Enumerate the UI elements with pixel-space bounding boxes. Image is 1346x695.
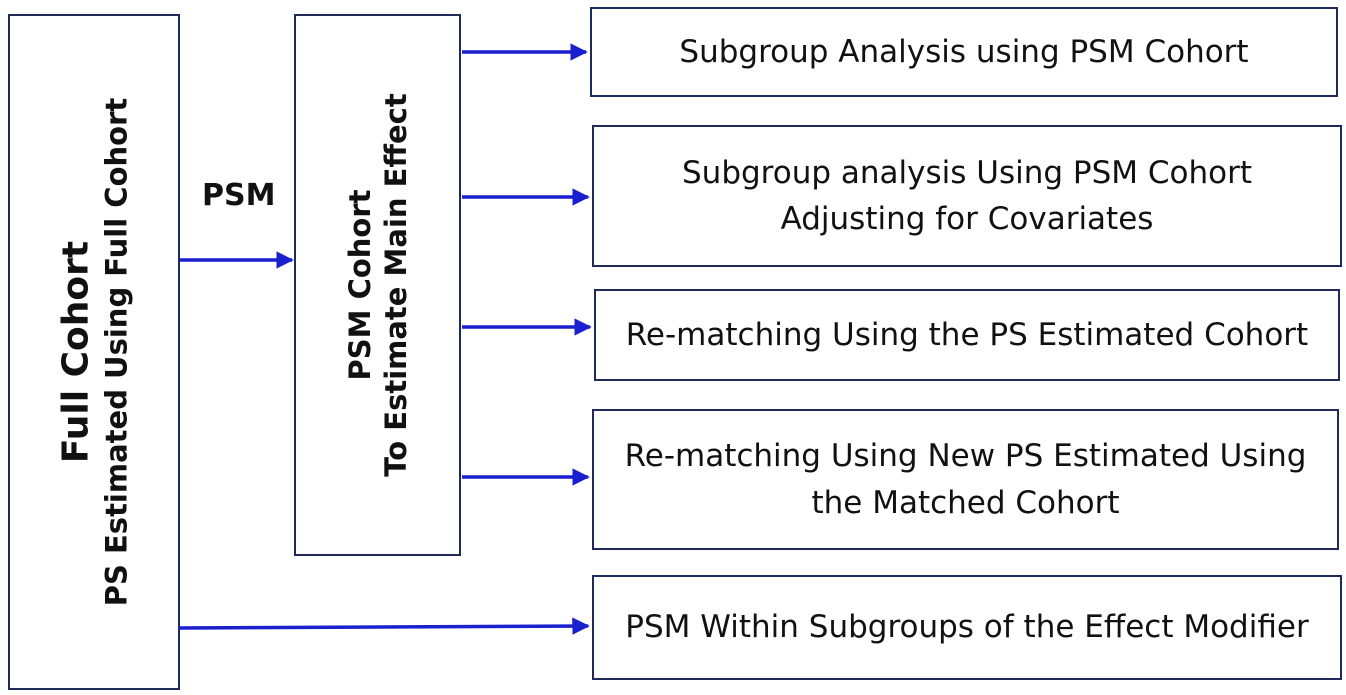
arrow-full-to-outcome-5 <box>177 617 590 635</box>
outcome-1-line1: Subgroup Analysis using PSM Cohort <box>679 33 1249 70</box>
outcome-4-line1: Re-matching Using New PS Estimated Using <box>624 438 1307 474</box>
outcome-box-5: PSM Within Subgroups of the Effect Modif… <box>592 575 1342 680</box>
outcome-5-line1: PSM Within Subgroups of the Effect Modif… <box>625 609 1309 646</box>
psm-cohort-box: PSM Cohort To Estimate Main Effect <box>294 14 461 556</box>
outcome-box-3: Re-matching Using the PS Estimated Cohor… <box>594 289 1340 381</box>
outcome-box-1: Subgroup Analysis using PSM Cohort <box>590 7 1338 97</box>
full-cohort-box: Full Cohort PS Estimated Using Full Coho… <box>8 14 180 690</box>
outcome-3-line1: Re-matching Using the PS Estimated Cohor… <box>625 316 1309 353</box>
outcome-box-2: Subgroup analysis Using PSM Cohort Adjus… <box>592 125 1342 267</box>
outcome-2-line1: Subgroup analysis Using PSM Cohort <box>682 154 1252 191</box>
outcome-box-4: Re-matching Using New PS Estimated Using… <box>592 409 1339 550</box>
psm-label: PSM <box>202 178 276 213</box>
outcome-2-line2: Adjusting for Covariates <box>780 201 1154 237</box>
outcome-4-line2: the Matched Cohort <box>811 484 1120 521</box>
